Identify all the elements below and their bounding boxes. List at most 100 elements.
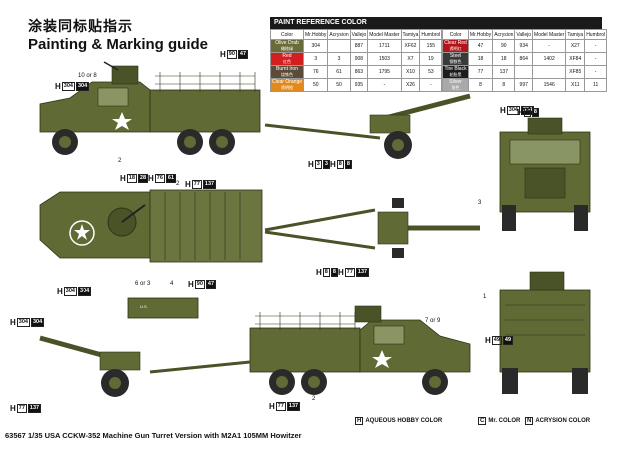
legend-hobby-label: AQUEOUS HOBBY COLOR bbox=[365, 418, 443, 424]
callout-hobby-code: 49 bbox=[491, 336, 502, 345]
callout-acry-code: 304 bbox=[30, 318, 45, 327]
callout-letter: H bbox=[220, 50, 226, 59]
paint-color-name-cn: 橄榄绿 bbox=[281, 46, 293, 51]
callout-acry-code: 61 bbox=[165, 174, 177, 183]
part-label: 2 bbox=[312, 396, 316, 402]
callout-letter: H bbox=[57, 287, 63, 296]
part-label: 2 bbox=[118, 158, 122, 164]
callout-hobby-code: 8 bbox=[523, 108, 531, 117]
callout-acry-code: 47 bbox=[237, 50, 249, 59]
paint-color-name: Red bbox=[282, 53, 292, 59]
legend-acry-label: ACRYSION COLOR bbox=[535, 418, 591, 424]
truck-front-view bbox=[499, 117, 591, 231]
callout-hobby-code: 3 bbox=[314, 160, 322, 169]
callout-letter: H bbox=[316, 268, 322, 277]
paint-color-name: Silver bbox=[449, 79, 462, 85]
callout-letter: H bbox=[308, 160, 314, 169]
paint-color-name-cn: 烧铁色 bbox=[281, 72, 293, 77]
title-chinese: 涂装同标贴指示 bbox=[28, 18, 133, 34]
callout-hobby-code: 77 bbox=[275, 402, 286, 411]
truck-side-view-top bbox=[39, 61, 261, 155]
paint-color-name-cn: 轮胎黑 bbox=[449, 72, 462, 77]
part-label: 1 bbox=[483, 294, 487, 300]
callout-letter: H bbox=[55, 82, 61, 91]
callout-hobby-code: 90 bbox=[194, 280, 205, 289]
paint-reference-title: PAINT REFERENCE COLOR bbox=[270, 17, 602, 29]
callout-acry-code: 137 bbox=[355, 268, 370, 277]
paint-color-name-cn: 红色 bbox=[283, 59, 291, 64]
callout-letter: H bbox=[185, 180, 191, 189]
callout-letter: H bbox=[330, 160, 336, 169]
paint-cell-hum: - bbox=[584, 52, 608, 66]
callout-letter: H bbox=[188, 280, 194, 289]
paint-cell-acry: 50 bbox=[327, 78, 351, 92]
paint-cell-tam: X26 bbox=[400, 78, 421, 92]
paint-color-name-cn: 透明红 bbox=[449, 46, 462, 51]
callout-acry-code: 28 bbox=[137, 174, 149, 183]
callout-hobby-code: 8 bbox=[322, 268, 330, 277]
paint-color-name: Tire Black bbox=[444, 66, 467, 72]
callout-acry-code: 8 bbox=[344, 160, 352, 169]
paint-color-name: Olive Drab bbox=[275, 40, 299, 46]
paint-cell-val: 935 bbox=[349, 78, 369, 92]
callout-hobby-code: 304 bbox=[63, 287, 77, 296]
callout-acry-code: 304 bbox=[77, 287, 92, 296]
legend-n-box: N bbox=[525, 417, 534, 425]
callout-hobby-code: 76 bbox=[154, 174, 165, 183]
paint-cell-hum: - bbox=[419, 78, 443, 92]
callout-acry-code: 304 bbox=[75, 82, 90, 91]
callout-letter: H bbox=[500, 106, 506, 115]
callout-hobby-code: 77 bbox=[191, 180, 202, 189]
paint-cell-acry: 8 bbox=[492, 78, 516, 92]
callout-hobby-code: 18 bbox=[126, 174, 137, 183]
paint-cell-hobby: 304 bbox=[303, 39, 329, 53]
callout-acry-code: 8 bbox=[330, 268, 338, 277]
legend-acry: N ACRYSION COLOR bbox=[525, 417, 590, 425]
truck-side-view-bottom bbox=[249, 305, 471, 395]
truck-top-view bbox=[39, 189, 263, 263]
callout-letter: H bbox=[517, 108, 523, 117]
callout-hobby-code: 77 bbox=[16, 404, 27, 413]
callout-acry-code: 137 bbox=[27, 404, 42, 413]
legend-hobby: H AQUEOUS HOBBY COLOR bbox=[355, 417, 442, 425]
paint-cell-hum: 11 bbox=[584, 78, 608, 92]
callout-acry-code: 3 bbox=[322, 160, 330, 169]
paint-cell-val: 997 bbox=[514, 78, 534, 92]
paint-color-name: Clear Red bbox=[444, 40, 467, 46]
title-english: Painting & Marking guide bbox=[28, 36, 209, 53]
callout-acry-code: 8 bbox=[531, 108, 539, 117]
howitzer-side-view-bottom bbox=[39, 335, 251, 397]
callout-hobby-code: 304 bbox=[61, 82, 75, 91]
callout-letter: H bbox=[120, 174, 126, 183]
callout-acry-code: 137 bbox=[286, 402, 301, 411]
paint-cell-hobby: 8 bbox=[467, 78, 494, 92]
callout-hobby-code: 90 bbox=[226, 50, 237, 59]
callout-acry-code: 137 bbox=[202, 180, 217, 189]
paint-cell-hobby: 50 bbox=[303, 78, 329, 92]
howitzer-side-view-top bbox=[264, 93, 471, 159]
